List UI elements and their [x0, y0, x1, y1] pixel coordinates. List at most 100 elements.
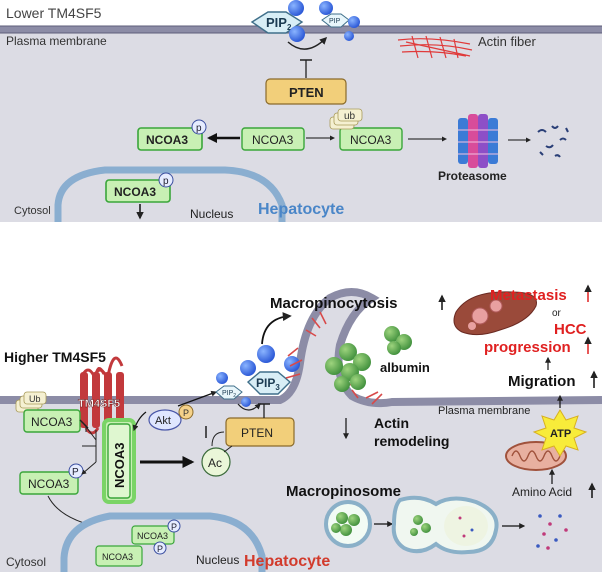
phosphate-sphere	[257, 345, 275, 363]
amino-acid-label: Amino Acid	[512, 485, 572, 499]
pip2-hexagon	[250, 11, 304, 34]
actin-remodeling-label-1: Actin	[374, 415, 409, 431]
nuclear-ncoa3-box	[131, 525, 175, 545]
pip3-label: PIP	[256, 376, 275, 390]
phospho-badge	[178, 404, 194, 420]
ncoa3-ub-label: NCOA3	[350, 133, 392, 147]
or-label: or	[552, 308, 562, 319]
bottom-plasma-membrane	[0, 288, 602, 408]
phosphate-sphere	[344, 31, 354, 41]
ncoa3-phospho-label: NCOA3	[146, 133, 188, 147]
ncoa3-phospho-box	[137, 127, 203, 151]
ub-label: Ub	[29, 394, 41, 404]
tm4sf5-to-ncoa3p-arrow	[81, 461, 97, 475]
nuclear-ncoa3-box	[105, 179, 171, 203]
pip3-macropinocytosis-arrow	[261, 312, 292, 345]
mitochondrion-icon	[505, 441, 567, 471]
nuclear-ncoa3-label: NCOA3	[114, 185, 156, 199]
svg-text:PIP2: PIP2	[266, 15, 292, 32]
phosphate-sphere	[319, 1, 333, 15]
ac-circle	[201, 447, 231, 477]
svg-text:PIP2: PIP2	[222, 390, 236, 399]
metastasis-label: Metastasis	[490, 287, 567, 304]
svg-text:p: p	[163, 176, 169, 187]
macropinocytosis-label: Macropinocytosis	[270, 295, 398, 312]
phosphate-sphere	[348, 16, 360, 28]
phospho-badge	[153, 541, 167, 555]
ncoa3-vertical-box	[107, 423, 131, 499]
top-membrane-label: Plasma membrane	[6, 34, 107, 48]
hcc-label-1: HCC	[554, 321, 587, 338]
pip3-conversion-arrow	[237, 403, 261, 411]
proteasome-icon	[458, 114, 498, 168]
svg-text:P: P	[171, 522, 177, 532]
actin-fiber-icon	[397, 35, 473, 59]
bottom-membrane-label: Plasma membrane	[438, 405, 530, 417]
hcc-label-2: progression	[484, 339, 571, 356]
pten-box	[225, 417, 295, 447]
ncoa3-phospho-box	[19, 471, 79, 495]
pip2-sub: 2	[287, 23, 292, 32]
bottom-hepatocyte-label: Hepatocyte	[244, 553, 330, 570]
phosphate-sphere	[240, 360, 256, 376]
phospho-badge-label: P	[72, 467, 79, 478]
ncoa3-ub-box	[339, 127, 403, 151]
bottom-panel: Higher TM4SF5 TM4SF5 Ub NCOA3 NCOA3 P	[0, 284, 602, 572]
ncoa3-phospho-label: NCOA3	[28, 477, 70, 491]
albumin-cluster	[325, 343, 371, 392]
pip2-small-label: PIP	[222, 390, 234, 397]
macropinosome-vesicle	[324, 500, 372, 548]
phosphate-sphere	[284, 356, 300, 372]
phosphate-sphere	[288, 0, 304, 16]
pip3-hexagon	[246, 371, 292, 395]
top-panel: Lower TM4SF5 Plasma membrane PIP2 PIP PT…	[0, 0, 602, 222]
phosphate-sphere	[216, 372, 228, 384]
atp-label: ATP	[550, 428, 571, 440]
top-title: Lower TM4SF5	[6, 5, 102, 21]
actin-fiber-label: Actin fiber	[478, 34, 536, 49]
ac-label: Ac	[208, 456, 222, 470]
ncoa3-vertical-label: NCOA3	[112, 442, 127, 488]
phospho-badge-label: p	[196, 123, 202, 134]
pip2-label: PIP	[266, 15, 287, 30]
akt-activation-arrow	[177, 390, 218, 407]
atp-burst	[532, 409, 588, 457]
ac-inhibition-curve	[211, 431, 225, 447]
top-hepatocyte-label: Hepatocyte	[258, 201, 344, 218]
top-nucleus-label: Nucleus	[190, 207, 233, 221]
pip3-sub: 3	[275, 383, 280, 392]
ncoa3-box	[241, 127, 305, 151]
ncoa3-ub-label: NCOA3	[31, 415, 73, 429]
pip2-conversion-arrow	[287, 36, 328, 50]
lysosome-fusion-vesicle	[391, 495, 499, 555]
svg-text:PIP3: PIP3	[256, 376, 280, 392]
liver-icon	[453, 291, 537, 336]
akt-ncoa3-arrow	[132, 411, 147, 432]
pip2-small-sub: 2	[233, 393, 236, 399]
bottom-cytosol-label: Cytosol	[6, 555, 46, 569]
svg-text:P: P	[157, 544, 163, 554]
macropinosome-label: Macropinosome	[286, 483, 401, 500]
tm4sf5-inhibition-line	[82, 430, 97, 462]
pten-label: PTEN	[289, 85, 324, 100]
akt-label: Akt	[155, 415, 171, 427]
peptide-fragments-icon	[537, 125, 569, 158]
ubiquitin-tag	[23, 391, 47, 405]
albumin-label: albumin	[380, 360, 430, 375]
ncoa3-label: NCOA3	[252, 133, 294, 147]
bottom-nucleus-label: Nucleus	[196, 553, 239, 567]
migration-label: Migration	[508, 373, 576, 390]
phosphate-sphere	[289, 26, 305, 42]
phospho-badge	[167, 519, 181, 533]
amino-acid-dots-icon	[536, 514, 568, 550]
tm4sf5-label: TM4SF5	[78, 398, 120, 410]
proteasome-label: Proteasome	[438, 169, 507, 183]
albumin-icon	[384, 326, 412, 355]
pip2-small-hexagon	[215, 385, 243, 400]
nuclear-ncoa3-box-2	[95, 545, 143, 567]
pip-small-label: PIP	[329, 18, 341, 25]
nuclear-ncoa3-label: NCOA3	[137, 531, 168, 541]
ubiquitin-label: ub	[344, 111, 356, 122]
phospho-badge	[191, 119, 207, 135]
